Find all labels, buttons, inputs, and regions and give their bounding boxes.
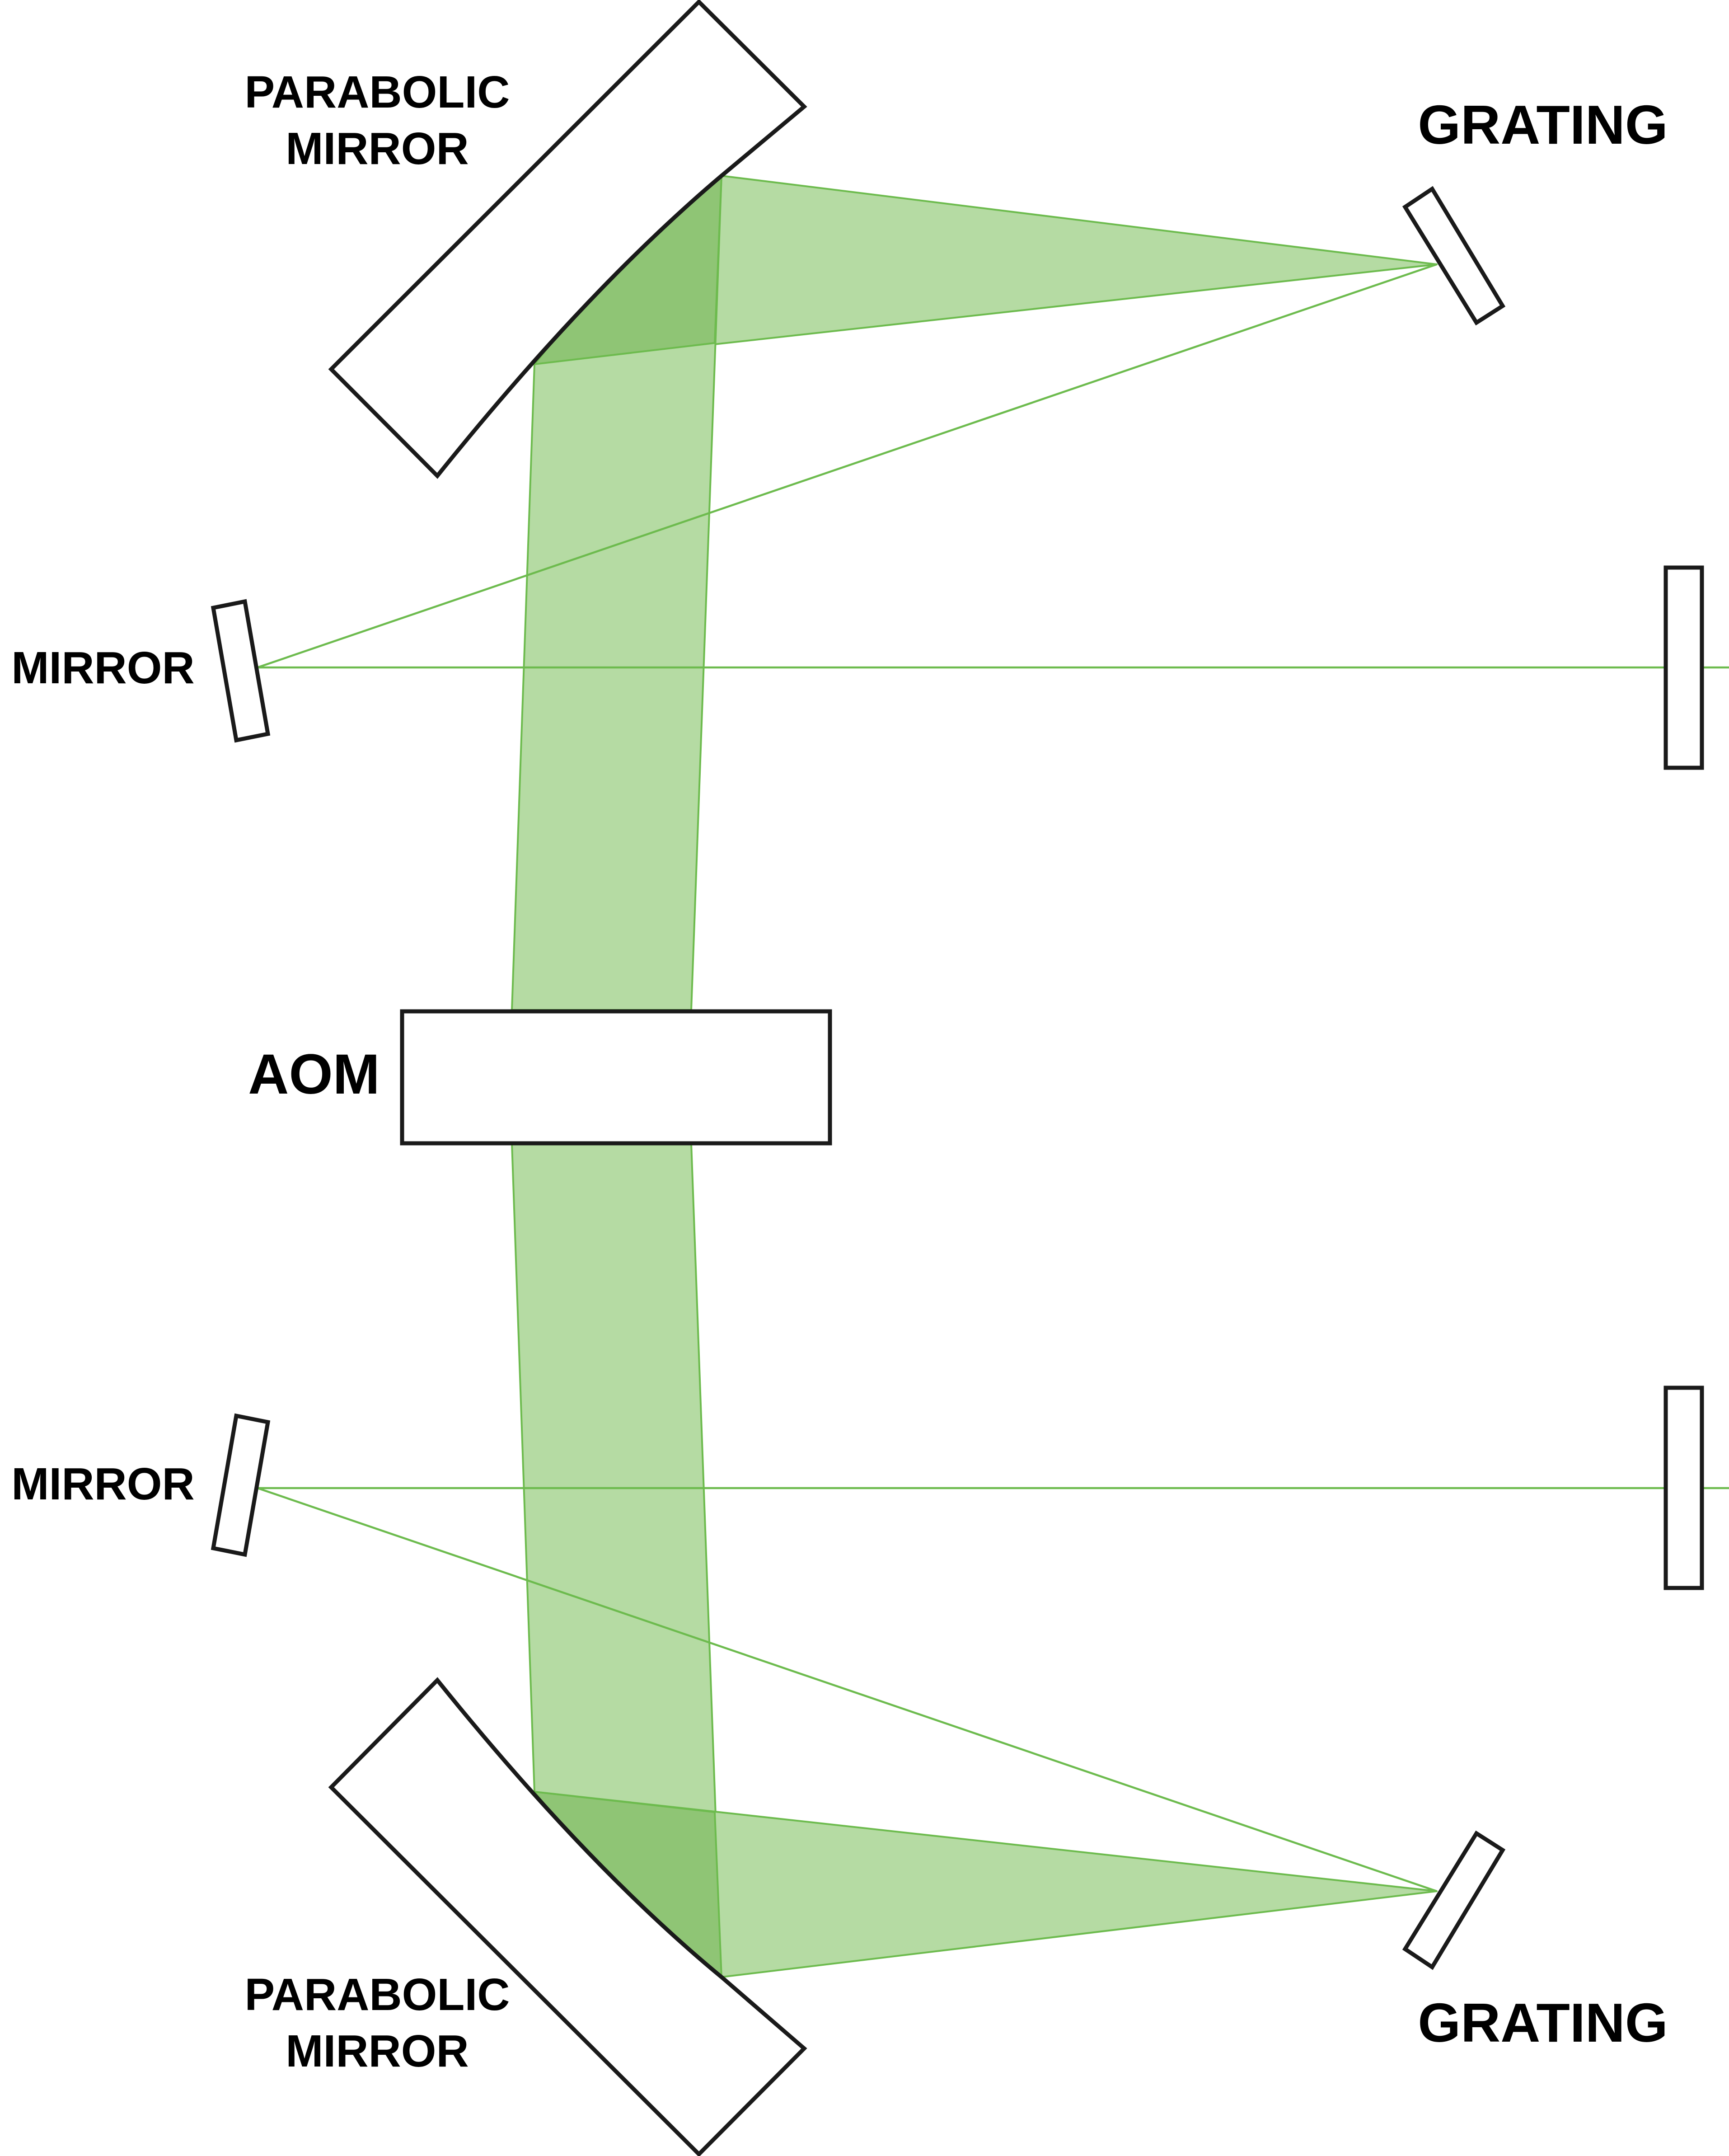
- label-mirror-bottom: MIRROR: [11, 1459, 195, 1509]
- parabolic-mirror-top: [328, 0, 807, 479]
- label-aom: AOM: [248, 1043, 380, 1106]
- end-mirror-bottom: [1663, 1386, 1704, 1590]
- label-mirror-top: MIRROR: [11, 643, 195, 693]
- label-grating-bottom: GRATING: [1418, 1992, 1668, 2053]
- end-mirror-top: [1663, 565, 1704, 770]
- label-parabolic-mirror-bottom-line1: PARABOLIC: [244, 1969, 510, 2020]
- label-parabolic-mirror-top-line1: PARABOLIC: [244, 67, 510, 117]
- label-parabolic-mirror-top-line2: MIRROR: [286, 123, 469, 174]
- mirror-top-left: [211, 599, 271, 743]
- grating-bottom: [1402, 1830, 1506, 1970]
- parabolic-mirror-bottom: [328, 1677, 807, 2156]
- label-grating-top: GRATING: [1418, 94, 1668, 155]
- mirror-bottom-left: [211, 1413, 271, 1557]
- grating-top: [1402, 186, 1506, 326]
- label-parabolic-mirror-bottom-line2: MIRROR: [286, 2026, 469, 2076]
- aom-box: [400, 1009, 832, 1146]
